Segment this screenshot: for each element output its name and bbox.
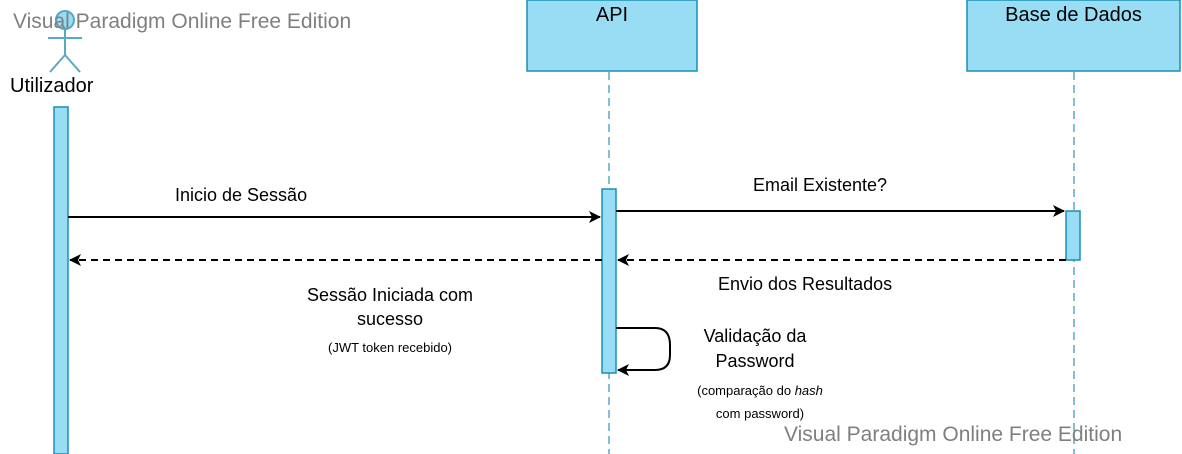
participant-label-database: Base de Dados: [1005, 4, 1142, 26]
message-note-validation-line1: (comparação do hash: [660, 383, 860, 398]
message-label-validation-line2: Password: [715, 351, 795, 371]
watermark-top: Visual Paradigm Online Free Edition: [13, 10, 352, 33]
message-label-email-exists: Email Existente?: [753, 175, 888, 195]
message-note-validation-line2: com password): [715, 406, 805, 421]
actor-label-user: Utilizador: [10, 75, 94, 97]
message-label-success-line2: sucesso: [356, 309, 424, 329]
message-arrow-self-validation: [616, 327, 671, 376]
message-note-success: (JWT token recebido): [327, 340, 453, 355]
note-italic: hash: [794, 383, 823, 398]
message-label-results: Envio dos Resultados: [718, 274, 893, 294]
participant-box-api: [526, 0, 698, 72]
participant-label-api: API: [595, 4, 629, 26]
activation-bar-database: [1065, 210, 1081, 261]
actor-stick-figure-icon: [48, 10, 82, 73]
note-prefix: (comparação do: [697, 383, 792, 398]
message-label-validation-line1: Validação da: [703, 326, 807, 346]
watermark-bottom: Visual Paradigm Online Free Edition: [784, 423, 1123, 446]
message-label-success-line1: Sessão Iniciada com: [306, 285, 474, 305]
activation-bar-api: [601, 188, 617, 374]
participant-box-database: [966, 0, 1181, 72]
activation-bar-user: [53, 106, 69, 454]
message-label-login: Inicio de Sessão: [175, 185, 308, 205]
